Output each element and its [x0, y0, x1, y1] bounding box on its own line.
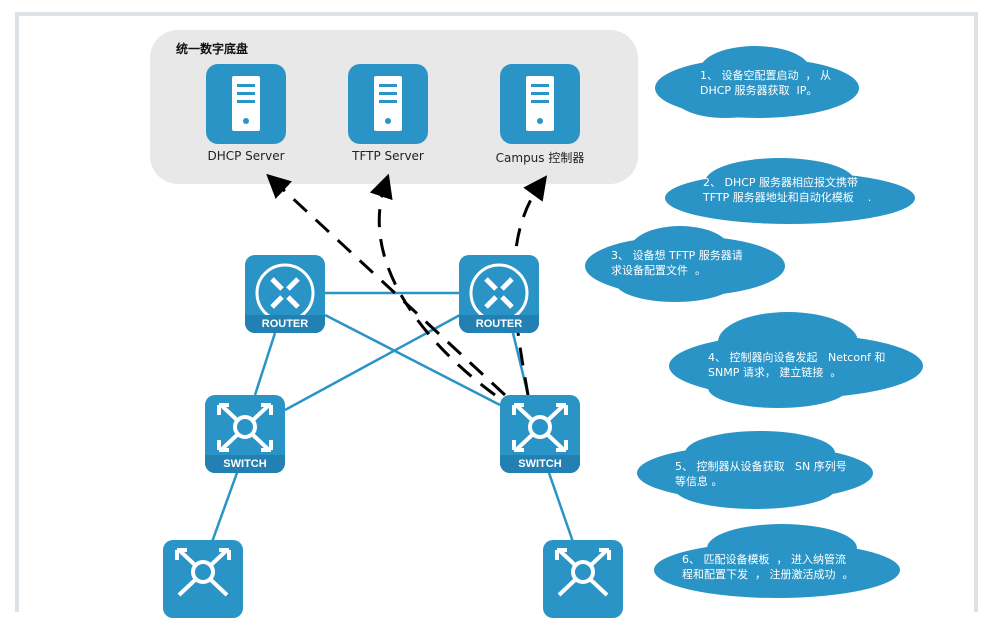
access-switch-left[interactable]: [163, 540, 243, 618]
switch-icon: [555, 548, 611, 597]
link-switch-left-access: [210, 469, 240, 543]
step-5-line2: 等信息 。: [675, 475, 723, 488]
step-1-cloud: 1、 设备空配置启动 ， 从 DHCP 服务器获取 IP。: [655, 40, 860, 120]
step-5-line1: 5、 控制器从设备获取 SN 序列号: [675, 460, 847, 473]
router-left-label: ROUTER: [245, 315, 325, 333]
step-4-line1: 4、 控制器向设备发起 Netconf 和: [708, 351, 886, 364]
topology-links: [210, 173, 575, 543]
step-6-line1: 6、 匹配设备模板 ， 进入纳管流: [682, 553, 846, 566]
link-router-left-switch-right: [324, 313, 501, 407]
access-switch-right[interactable]: [543, 540, 623, 618]
dhcp-server-icon[interactable]: [206, 64, 286, 144]
switch-icon: [512, 403, 568, 452]
link-router-right-switch-left: [284, 313, 461, 412]
campus-controller-label: Campus 控制器: [495, 151, 585, 165]
step-3-line2: 求设备配置文件 。: [611, 264, 706, 277]
router-icon: [255, 263, 315, 315]
step-3-line1: 3、 设备想 TFTP 服务器请: [611, 249, 743, 262]
router-right-label: ROUTER: [459, 315, 539, 333]
router-icon: [469, 263, 529, 315]
step-2-line2: TFTP 服务器地址和自动化模板 .: [703, 191, 872, 204]
switch-right-label: SWITCH: [500, 455, 580, 473]
switch-icon: [175, 548, 231, 597]
diagram-frame: [15, 12, 978, 612]
dhcp-server-label: DHCP Server: [207, 149, 285, 163]
step-4-line2: SNMP 请求， 建立链接 。: [708, 366, 842, 379]
router-right[interactable]: ROUTER: [459, 255, 539, 333]
router-left[interactable]: ROUTER: [245, 255, 325, 333]
tftp-server-icon[interactable]: [348, 64, 428, 144]
arrow-to-controller: [512, 175, 548, 396]
switch-left[interactable]: SWITCH: [205, 395, 285, 473]
step-2-line1: 2、 DHCP 服务器相应报文携带: [703, 176, 859, 189]
arrow-to-tftp: [369, 173, 496, 397]
arrow-to-dhcp: [266, 173, 507, 397]
step-6-cloud: 6、 匹配设备模板 ， 进入纳管流程和配置下发 ， 注册激活成功 。: [652, 520, 902, 600]
tftp-server-label: TFTP Server: [352, 149, 424, 163]
switch-left-label: SWITCH: [205, 455, 285, 473]
campus-controller-icon[interactable]: [500, 64, 580, 144]
step-1-line2: DHCP 服务器获取 IP。: [700, 84, 818, 97]
step-2-cloud: 2、 DHCP 服务器相应报文携带 TFTP 服务器地址和自动化模板 .: [665, 150, 915, 230]
panel-title: 统一数字底盘: [176, 42, 249, 56]
switch-right[interactable]: SWITCH: [500, 395, 580, 473]
link-router-left-switch-left: [253, 332, 277, 396]
switch-icon: [217, 403, 273, 452]
step-3-cloud: 3、 设备想 TFTP 服务器请求设备配置文件 。: [585, 222, 785, 304]
step-6-line2: 程和配置下发 ， 注册激活成功 。: [682, 568, 854, 581]
step-5-cloud: 5、 控制器从设备获取 SN 序列号等信息 。: [635, 425, 875, 510]
step-1-line1: 1、 设备空配置启动 ， 从: [700, 69, 831, 82]
link-switch-right-access: [546, 469, 575, 543]
step-4-cloud: 4、 控制器向设备发起 Netconf 和 SNMP 请求， 建立链接 。: [668, 308, 923, 408]
